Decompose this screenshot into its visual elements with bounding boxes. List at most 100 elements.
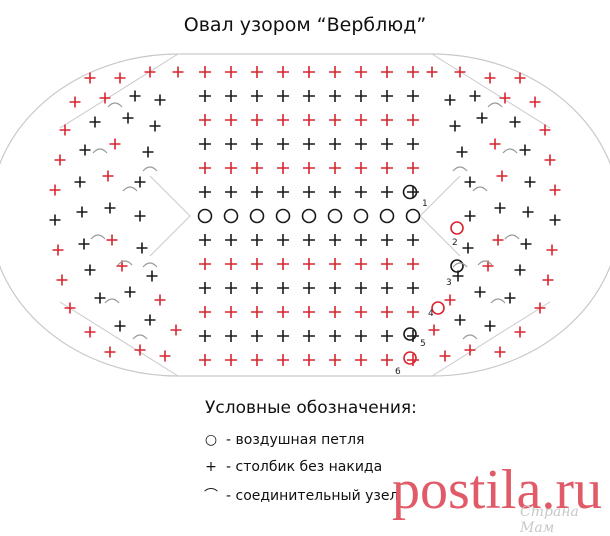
stitch-plus xyxy=(251,66,263,78)
stitch-plus xyxy=(407,138,419,150)
stitch-plus xyxy=(114,320,126,332)
stitch-plus xyxy=(251,90,263,102)
stitch-plus xyxy=(89,116,101,128)
stitch-plus xyxy=(225,330,237,342)
chain-circle xyxy=(379,208,395,224)
stitch-plus xyxy=(225,66,237,78)
stitch-plus xyxy=(303,90,315,102)
stitch-plus xyxy=(381,162,393,174)
stitch-plus xyxy=(355,354,367,366)
stitch-plus xyxy=(407,306,419,318)
stitch-plus xyxy=(199,282,211,294)
stitch-plus xyxy=(277,234,289,246)
chain-number: 3 xyxy=(446,278,452,288)
stitch-plus xyxy=(199,162,211,174)
stitch-plus xyxy=(59,124,71,136)
stitch-plus xyxy=(225,162,237,174)
slip-stitch-arc xyxy=(122,186,138,192)
stitch-plus xyxy=(355,258,367,270)
stitch-plus xyxy=(329,282,341,294)
stitch-plus xyxy=(489,138,501,150)
stitch-plus xyxy=(49,214,61,226)
stitch-plus xyxy=(428,324,440,336)
stitch-plus xyxy=(492,234,504,246)
stitch-plus xyxy=(277,354,289,366)
stitch-plus xyxy=(355,330,367,342)
watermark: Страна Мам xyxy=(520,504,579,536)
stitch-plus xyxy=(303,330,315,342)
legend-item-chain: ○- воздушная петля xyxy=(200,432,365,448)
stitch-plus xyxy=(199,114,211,126)
stitch-plus xyxy=(225,258,237,270)
stitch-plus xyxy=(109,138,121,150)
stitch-plus xyxy=(355,306,367,318)
stitch-plus xyxy=(474,286,486,298)
stitch-plus xyxy=(277,330,289,342)
guide-line xyxy=(149,175,191,217)
oval-outline xyxy=(0,53,610,377)
stitch-plus xyxy=(355,282,367,294)
stitch-plus xyxy=(407,234,419,246)
stitch-plus xyxy=(76,206,88,218)
stitch-plus xyxy=(381,234,393,246)
stitch-plus xyxy=(199,306,211,318)
stitch-plus xyxy=(170,324,182,336)
stitch-plus xyxy=(225,282,237,294)
stitch-plus xyxy=(407,282,419,294)
stitch-plus xyxy=(251,162,263,174)
slip-stitch-arc xyxy=(142,166,158,172)
stitch-plus xyxy=(104,202,116,214)
chain-circle xyxy=(249,208,265,224)
stitch-plus xyxy=(64,302,76,314)
stitch-plus xyxy=(251,138,263,150)
legend-label-sc: - столбик без накида xyxy=(226,459,383,475)
stitch-plus xyxy=(484,72,496,84)
stitch-plus xyxy=(407,114,419,126)
stitch-plus xyxy=(329,234,341,246)
sector-divider xyxy=(59,301,179,377)
stitch-plus xyxy=(444,294,456,306)
stitch-plus xyxy=(199,138,211,150)
stitch-plus xyxy=(329,138,341,150)
stitch-plus xyxy=(381,114,393,126)
chain-number: 2 xyxy=(452,238,458,248)
stitch-plus xyxy=(154,294,166,306)
stitch-plus xyxy=(514,72,526,84)
stitch-plus xyxy=(329,114,341,126)
slip-stitch-arc xyxy=(90,234,106,240)
stitch-plus xyxy=(277,162,289,174)
stitch-plus xyxy=(539,124,551,136)
stitch-plus xyxy=(519,144,531,156)
stitch-plus xyxy=(449,120,461,132)
stitch-plus xyxy=(534,302,546,314)
stitch-plus xyxy=(329,354,341,366)
chain-circle xyxy=(197,208,213,224)
stitch-plus xyxy=(129,90,141,102)
stitch-plus xyxy=(225,234,237,246)
stitch-plus xyxy=(79,144,91,156)
stitch-plus xyxy=(172,66,184,78)
stitch-plus xyxy=(355,114,367,126)
sector-divider xyxy=(431,53,551,129)
stitch-plus xyxy=(426,66,438,78)
stitch-plus xyxy=(504,292,516,304)
stitch-plus xyxy=(499,92,511,104)
legend-item-slip: ⌒- соединительный узел xyxy=(200,485,398,505)
stitch-plus xyxy=(225,114,237,126)
stitch-plus xyxy=(464,210,476,222)
stitch-plus xyxy=(149,120,161,132)
stitch-plus xyxy=(251,354,263,366)
stitch-plus xyxy=(439,350,451,362)
stitch-plus xyxy=(277,138,289,150)
stitch-plus xyxy=(251,330,263,342)
stitch-plus xyxy=(462,242,474,254)
stitch-plus xyxy=(355,234,367,246)
stitch-plus xyxy=(154,94,166,106)
stitch-plus xyxy=(355,186,367,198)
stitch-plus xyxy=(549,184,561,196)
stitch-plus xyxy=(303,162,315,174)
stitch-plus xyxy=(74,176,86,188)
stitch-plus xyxy=(549,214,561,226)
stitch-plus xyxy=(199,330,211,342)
stitch-plus xyxy=(84,72,96,84)
